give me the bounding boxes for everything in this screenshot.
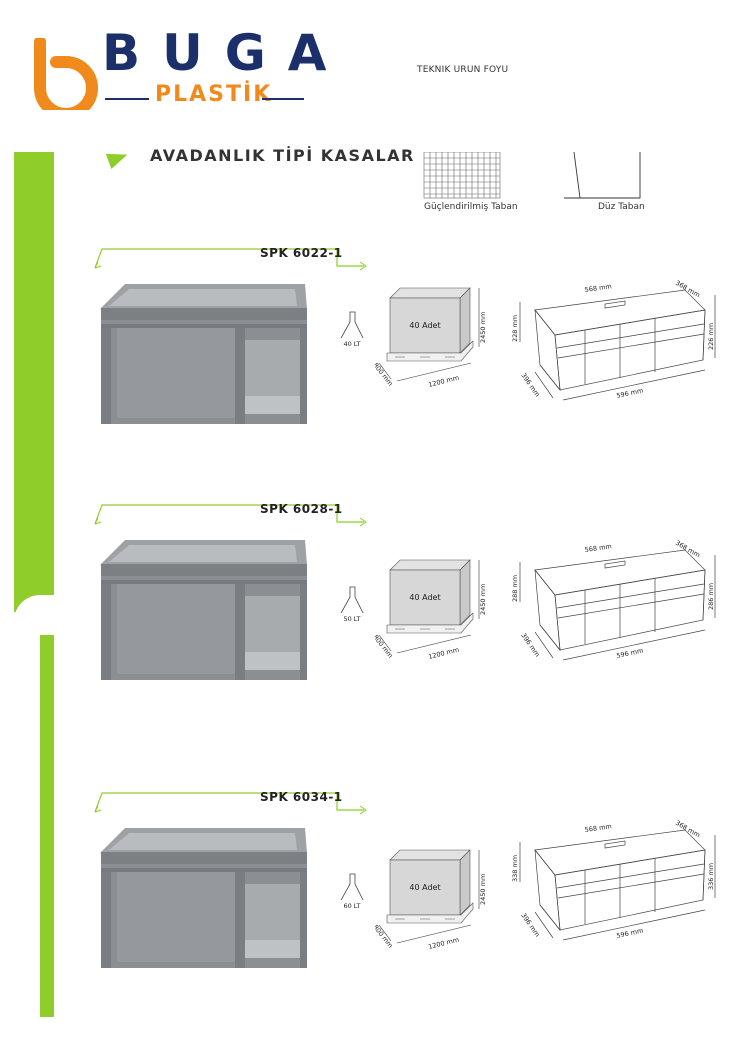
top-length: 568 mm xyxy=(584,542,612,554)
dimension-drawing: 568 mm 368 mm 288 mm 286 mm 396 mm 596 m… xyxy=(511,540,716,661)
bottom-width: 396 mm xyxy=(519,912,541,939)
pallet-height: 2450 mm xyxy=(479,584,487,615)
pallet-height: 2450 mm xyxy=(479,312,487,343)
volume-label: 40 LT xyxy=(343,340,360,348)
bottom-width: 396 mm xyxy=(519,372,541,399)
brand-divider-right xyxy=(262,98,304,100)
brand-name: BUGA xyxy=(102,24,349,82)
document-title: TEKNIK URUN FOYU xyxy=(417,65,509,75)
brand-subtitle: PLASTİK xyxy=(155,82,273,107)
product-block: SPK 6022-1 40 LT 40 Adet xyxy=(0,244,745,494)
crate-photo xyxy=(100,828,307,968)
bottom-length: 596 mm xyxy=(616,646,644,659)
crate-photo xyxy=(100,284,307,424)
brand-divider-left xyxy=(105,98,149,100)
volume-flask-icon: 50 LT xyxy=(338,586,366,623)
green-side-bar-lower xyxy=(40,612,54,1017)
logo-b-icon xyxy=(34,38,98,110)
pallet-length: 1200 mm xyxy=(428,374,460,389)
pallet-width: 800 mm xyxy=(375,361,394,387)
reinforced-base-label: Güçlendirilmiş Taban xyxy=(424,202,518,212)
product-block: SPK 6028-1 50 LT 40 Adet xyxy=(0,500,745,750)
top-width: 368 mm xyxy=(674,280,702,299)
volume-label: 60 LT xyxy=(343,902,360,910)
green-side-bar xyxy=(14,152,54,612)
volume-label: 50 LT xyxy=(343,615,360,623)
pallet-diagram: 40 Adet 2450 mm 800 mm 1200 mm xyxy=(375,559,487,661)
bottom-length: 596 mm xyxy=(616,926,644,939)
section-arrow-icon xyxy=(105,147,131,169)
crate-photo xyxy=(100,540,307,680)
outer-height: 286 mm xyxy=(707,583,715,610)
code-frame xyxy=(94,792,367,814)
section-title: AVADANLIK TİPİ KASALAR xyxy=(150,146,415,165)
pallet-count: 40 Adet xyxy=(409,321,440,330)
pallet-diagram: 40 Adet 2450 mm 800 mm 1200 mm xyxy=(375,849,487,951)
pallet-width: 800 mm xyxy=(375,633,394,659)
flat-base-icon xyxy=(564,152,641,199)
top-length: 568 mm xyxy=(584,822,612,834)
volume-flask-icon: 40 LT xyxy=(338,311,366,348)
pallet-count: 40 Adet xyxy=(409,883,440,892)
flat-base-label: Düz Taban xyxy=(598,202,645,212)
top-length: 568 mm xyxy=(584,282,612,294)
pallet-width: 800 mm xyxy=(375,923,394,949)
dimension-drawing: 568 mm 368 mm 228 mm 226 mm 396 mm 596 m… xyxy=(511,280,716,401)
pallet-count: 40 Adet xyxy=(409,593,440,602)
inner-height: 338 mm xyxy=(511,855,519,882)
product-block: SPK 6034-1 60 LT 40 Adet xyxy=(0,788,745,1038)
product-code: SPK 6028-1 xyxy=(260,502,343,516)
outer-height: 336 mm xyxy=(707,863,715,890)
top-width: 368 mm xyxy=(674,820,702,839)
bottom-width: 396 mm xyxy=(519,632,541,659)
product-code: SPK 6022-1 xyxy=(260,246,343,260)
pallet-length: 1200 mm xyxy=(428,646,460,661)
dimension-drawing: 568 mm 368 mm 338 mm 336 mm 396 mm 596 m… xyxy=(511,820,716,941)
pallet-diagram: 40 Adet 2450 mm 800 mm 1200 mm xyxy=(375,287,487,389)
code-frame xyxy=(94,504,367,526)
volume-flask-icon: 60 LT xyxy=(338,873,366,910)
inner-height: 228 mm xyxy=(511,315,519,342)
bottom-length: 596 mm xyxy=(616,386,644,399)
inner-height: 288 mm xyxy=(511,575,519,602)
side-bar-curve xyxy=(14,595,54,635)
outer-height: 226 mm xyxy=(707,323,715,350)
code-frame xyxy=(94,248,367,270)
reinforced-base-icon xyxy=(423,152,501,199)
pallet-length: 1200 mm xyxy=(428,936,460,951)
pallet-height: 2450 mm xyxy=(479,874,487,905)
product-code: SPK 6034-1 xyxy=(260,790,343,804)
top-width: 368 mm xyxy=(674,540,702,559)
